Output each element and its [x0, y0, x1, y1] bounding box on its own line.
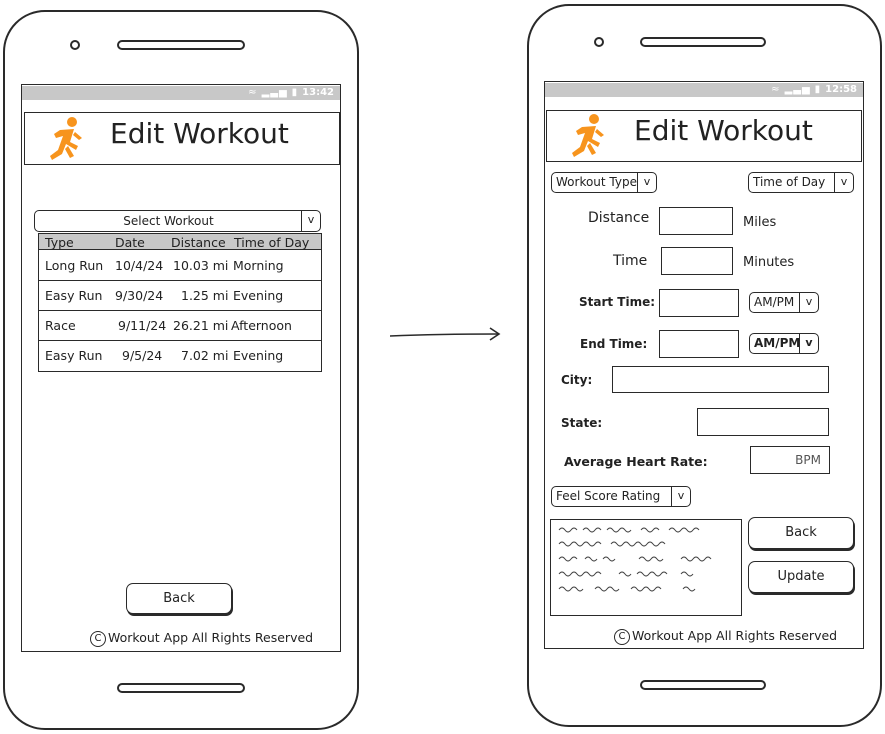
cell-time-of-day: Evening	[233, 288, 284, 303]
column-header-type: Type	[45, 235, 74, 250]
scribble-text-icon	[558, 527, 712, 592]
distance-unit: Miles	[743, 215, 777, 230]
end-time-label: End Time:	[580, 337, 648, 351]
arrow-right-icon	[389, 327, 501, 341]
footer-text: Workout App All Rights Reserved	[632, 628, 838, 643]
table-row[interactable]: Easy Run 9/5/24 7.02 mi Evening	[38, 340, 322, 370]
distance-input[interactable]	[659, 207, 733, 235]
heart-rate-input[interactable]: BPM	[750, 446, 830, 474]
back-button[interactable]: Back	[126, 583, 232, 614]
cell-type: Easy Run	[45, 288, 103, 303]
cell-distance: 1.25 mi	[181, 288, 229, 303]
cell-time-of-day: Afternoon	[231, 318, 292, 333]
cell-type: Easy Run	[45, 348, 103, 363]
signal-icon: ▂▃▅	[784, 84, 811, 95]
end-ampm-value: AM/PM	[754, 336, 801, 350]
feel-score-value: Feel Score Rating	[556, 489, 661, 503]
cell-distance: 10.03 mi	[173, 258, 229, 273]
time-unit: Minutes	[743, 255, 795, 270]
state-input[interactable]	[697, 408, 829, 436]
workout-type-dropdown[interactable]: Workout Type v	[551, 172, 657, 193]
column-header-time-of-day: Time of Day	[234, 235, 310, 250]
runner-icon	[50, 117, 82, 160]
cell-date: 9/30/24	[115, 288, 164, 303]
status-time: 12:58	[825, 84, 857, 95]
signal-icon: ▂▃▅	[261, 87, 288, 98]
footer-text: Workout App All Rights Reserved	[108, 630, 314, 645]
time-label: Time	[613, 253, 648, 269]
select-workout-value: Select Workout	[123, 214, 214, 228]
chevron-down-icon: v	[799, 334, 818, 353]
workout-type-value: Workout Type	[556, 175, 637, 189]
chevron-down-icon: v	[834, 173, 853, 192]
cell-type: Long Run	[45, 258, 104, 273]
column-header-distance: Distance	[171, 235, 226, 250]
right-phone-speaker	[640, 37, 766, 47]
copyright-icon: C	[614, 628, 630, 645]
table-header: Type Date Distance Time of Day	[38, 233, 322, 250]
status-time: 13:42	[302, 87, 334, 98]
right-phone-home-button[interactable]	[640, 680, 766, 690]
time-input[interactable]	[661, 247, 733, 275]
battery-icon: ▮	[814, 84, 822, 95]
update-button[interactable]: Update	[748, 561, 854, 593]
cell-time-of-day: Evening	[233, 348, 284, 363]
end-ampm-dropdown[interactable]: AM/PM v	[749, 333, 819, 354]
feel-score-dropdown[interactable]: Feel Score Rating v	[551, 486, 691, 507]
back-button[interactable]: Back	[748, 517, 854, 549]
bpm-placeholder: BPM	[795, 453, 821, 467]
row-divider	[38, 280, 322, 281]
page-title: Edit Workout	[110, 117, 289, 150]
state-label: State:	[561, 416, 603, 430]
start-time-input[interactable]	[659, 289, 739, 317]
left-phone-camera	[70, 40, 80, 50]
battery-icon: ▮	[291, 87, 299, 98]
distance-label: Distance	[588, 210, 650, 226]
wifi-icon: ≈	[248, 87, 258, 98]
cell-date: 10/4/24	[115, 258, 164, 273]
left-phone-home-button[interactable]	[117, 683, 245, 693]
table-row[interactable]: Long Run 10/4/24 10.03 mi Morning	[38, 250, 322, 280]
cell-distance: 7.02 mi	[181, 348, 229, 363]
left-phone-speaker	[117, 40, 245, 50]
chevron-down-icon: v	[799, 293, 818, 312]
time-of-day-value: Time of Day	[753, 175, 826, 189]
workout-table	[38, 233, 322, 372]
start-ampm-dropdown[interactable]: AM/PM v	[749, 292, 819, 313]
cell-date: 9/5/24	[122, 348, 163, 363]
end-time-input[interactable]	[659, 330, 739, 358]
table-row[interactable]: Race 9/11/24 26.21 mi Afternoon	[38, 310, 322, 340]
wifi-icon: ≈	[771, 84, 781, 95]
city-label: City:	[561, 373, 593, 387]
row-divider	[38, 310, 322, 311]
cell-distance: 26.21 mi	[173, 318, 229, 333]
left-status-bar: ≈▂▃▅▮13:42	[22, 86, 340, 100]
table-row[interactable]: Easy Run 9/30/24 1.25 mi Evening	[38, 280, 322, 310]
average-heart-rate-label: Average Heart Rate:	[564, 454, 708, 469]
select-workout-dropdown[interactable]: Select Workout v	[34, 210, 321, 232]
runner-icon	[572, 114, 604, 157]
chevron-down-icon: v	[301, 211, 320, 231]
cell-time-of-day: Morning	[233, 258, 284, 273]
right-phone-camera	[594, 37, 604, 47]
row-divider	[38, 340, 322, 341]
city-input[interactable]	[612, 366, 829, 393]
time-of-day-dropdown[interactable]: Time of Day v	[748, 172, 854, 193]
copyright-icon: C	[90, 630, 106, 647]
column-header-date: Date	[115, 235, 145, 250]
chevron-down-icon: v	[637, 173, 656, 192]
cell-type: Race	[45, 318, 76, 333]
right-status-bar: ≈▂▃▅▮12:58	[545, 83, 863, 97]
start-ampm-value: AM/PM	[754, 295, 795, 309]
start-time-label: Start Time:	[579, 295, 656, 309]
cell-date: 9/11/24	[118, 318, 167, 333]
chevron-down-icon: v	[671, 487, 690, 506]
notes-textarea[interactable]	[550, 519, 742, 616]
page-title: Edit Workout	[634, 114, 813, 147]
